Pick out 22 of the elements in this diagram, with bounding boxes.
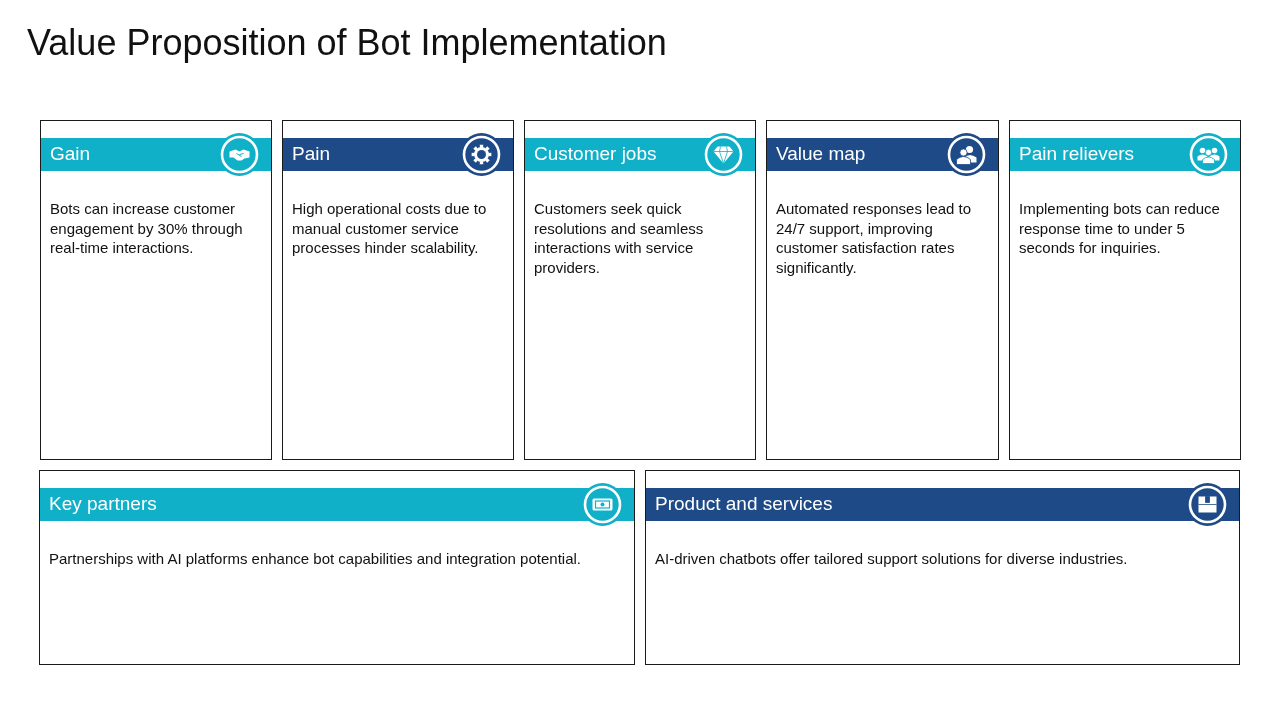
- card-body-text: Bots can increase customer engagement by 30% through real-time interactions.: [50, 199, 244, 258]
- card-body-text: Automated responses lead to 24/7 support, improving customer satisfaction rates significantly.: [776, 199, 973, 277]
- card-heading: Pain relievers: [1019, 143, 1135, 165]
- card-heading: Value map: [776, 143, 866, 165]
- card-body-text: Partnerships with AI platforms enhance bot capabilities and integration potential.: [49, 549, 582, 569]
- title: Value Proposition of Bot Implementation: [27, 22, 667, 64]
- card-heading: Gain: [50, 143, 91, 165]
- card: [282, 120, 514, 460]
- card: [39, 470, 635, 665]
- card: [766, 120, 999, 460]
- card-heading: Pain: [292, 143, 331, 165]
- card: [645, 470, 1240, 665]
- card: [524, 120, 756, 460]
- card: [1009, 120, 1241, 460]
- card-body-text: AI-driven chatbots offer tailored support solutions for diverse industries.: [655, 549, 1129, 569]
- card-heading: Product and services: [655, 493, 833, 515]
- card-heading: Customer jobs: [534, 143, 657, 165]
- card-body-text: Implementing bots can reduce response time to under 5 seconds for inquiries.: [1019, 199, 1221, 258]
- card: [40, 120, 272, 460]
- card-body-text: Customers seek quick resolutions and seamless interactions with service providers.: [534, 199, 705, 277]
- card-body-text: High operational costs due to manual customer service processes hinder scalability.: [292, 199, 488, 258]
- card-heading: Key partners: [49, 493, 157, 515]
